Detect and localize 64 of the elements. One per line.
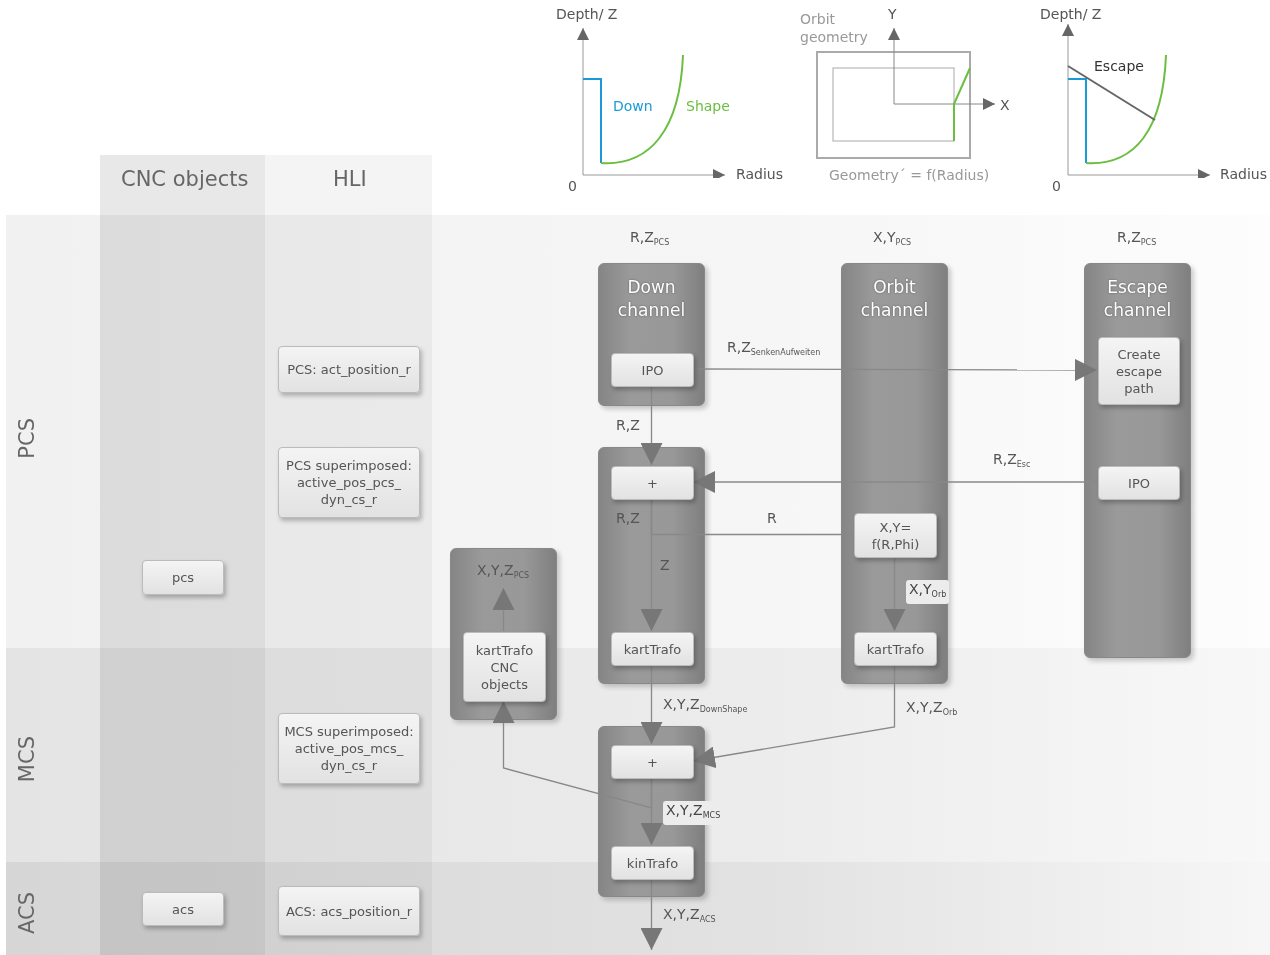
process-box: +: [611, 466, 694, 500]
process-box: X,Y= f(R,Phi): [854, 513, 937, 558]
curve-label: Down: [613, 97, 653, 115]
edge-label: X,Y,Z$_{ACS}$: [663, 905, 716, 926]
signal-label: X,Y,Z$_{PCS}$: [477, 561, 530, 585]
formula-label: Geometry´ = f(Radius): [829, 166, 990, 184]
process-box: PCS superimposed: active_pos_pcs_ dyn_cs_r: [278, 447, 420, 518]
signal-label: R,Z: [616, 509, 640, 527]
axis-label: Radius: [1220, 165, 1267, 183]
arrow: [692, 664, 896, 769]
process-box: IPO: [1098, 466, 1180, 500]
lane-label: MCS: [18, 736, 36, 783]
edge-label: R,Z: [616, 416, 640, 434]
curve-label: Escape: [1094, 57, 1144, 75]
column-header: CNC objects: [121, 170, 249, 188]
process-box: kinTrafo: [611, 846, 694, 880]
group-panel: [598, 726, 705, 897]
edge-label: R,Z$_{Esc}$: [993, 450, 1031, 471]
process-box: acs: [142, 892, 224, 926]
group-panel: [450, 548, 557, 720]
arrow: [640, 385, 663, 466]
arrow: [492, 587, 515, 632]
signal-label: R,Z$_{PCS}$: [1117, 228, 1157, 249]
process-box: ACS: acs_position_r: [278, 886, 420, 936]
edge-label: R,Z$_{SenkenAufweiten}$: [727, 338, 821, 359]
arrow: [883, 556, 906, 632]
channel-panel: [841, 263, 948, 684]
process-box: kartTrafo: [854, 632, 937, 666]
channel-title: Escape channel: [1102, 276, 1173, 322]
figure-label: Orbit geometry: [800, 10, 869, 46]
lane-label: ACS: [18, 892, 36, 934]
process-box: IPO: [611, 353, 694, 387]
process-box: MCS superimposed: active_pos_mcs_ dyn_cs_r: [278, 713, 420, 784]
process-box: pcs: [142, 560, 224, 595]
column-header: HLI: [333, 170, 367, 188]
curve-label: Shape: [686, 97, 730, 115]
axis-label: Depth/ Z: [556, 5, 618, 23]
channel-panel: [598, 263, 705, 406]
edge-label: Z: [660, 556, 670, 574]
signal-label: X,Y$_{PCS}$: [873, 228, 912, 249]
axis-label: Depth/ Z: [1040, 5, 1102, 23]
edge-label: X,Y$_{Orb}$: [906, 580, 950, 604]
axis-label: Y: [888, 5, 897, 23]
axis-label: Radius: [736, 165, 783, 183]
signal-label: R,Z$_{PCS}$: [630, 228, 670, 249]
process-box: kartTrafo: [611, 632, 694, 666]
axis-tick-label: 0: [568, 177, 577, 195]
process-box: PCS: act_position_r: [278, 346, 420, 393]
edge-label: R: [767, 509, 777, 527]
arrow: [492, 700, 653, 809]
axis-label: X: [1000, 96, 1010, 114]
edge-label: X,Y,Z$_{DownShape}$: [663, 695, 748, 716]
process-box: +: [611, 745, 694, 779]
process-box: kartTrafo CNC objects: [463, 632, 546, 702]
channel-panel: [1084, 263, 1191, 658]
channel-title: Down channel: [616, 276, 687, 322]
edge-label: X,Y,Z$_{Orb}$: [906, 698, 958, 719]
group-panel: [598, 447, 705, 684]
lane-label: PCS: [18, 418, 36, 459]
process-box: Create escape path: [1098, 337, 1180, 405]
arrow: [640, 664, 663, 745]
arrow: [640, 878, 663, 951]
channel-title: Orbit channel: [859, 276, 930, 322]
axis-tick-label: 0: [1052, 177, 1061, 195]
